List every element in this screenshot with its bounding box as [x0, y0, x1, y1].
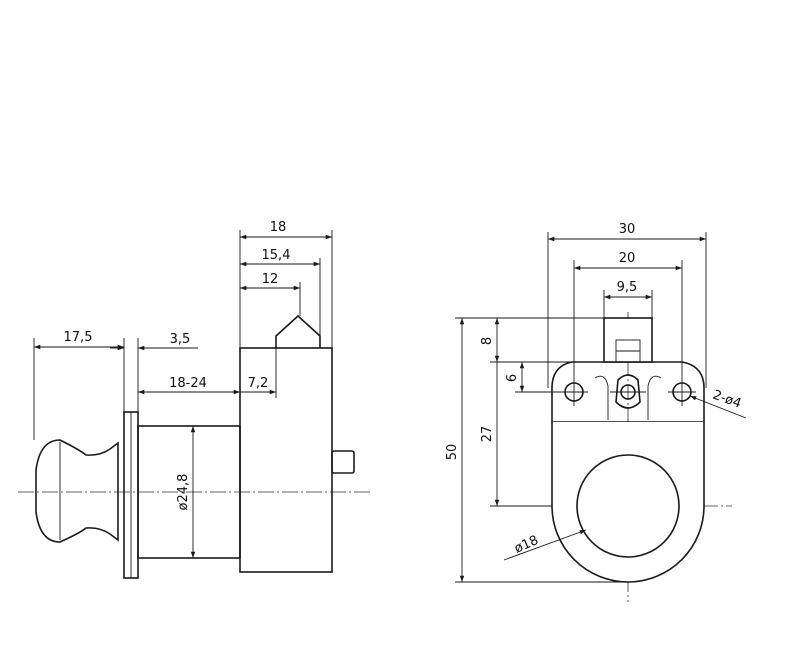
dim-2x4: 2-ø4 [711, 388, 744, 412]
side-latch-tip [275, 314, 321, 348]
front-inner-left [594, 375, 609, 420]
front-round-body [551, 422, 705, 583]
dim-18-24: 18-24 [169, 376, 207, 391]
dim-6: 6 [505, 374, 520, 382]
dim-line-18-leader [503, 529, 587, 561]
dim-12: 12 [262, 272, 279, 287]
dim-50: 50 [445, 444, 460, 461]
dim-line-2x4-leader [689, 395, 747, 419]
front-bore [576, 454, 680, 558]
side-view: 18 15,4 12 17,5 3,5 18-24 7,2 ø24,8 [18, 220, 372, 579]
front-view: 30 20 9,5 8 6 27 50 2-ø4 ø18 [445, 222, 747, 602]
dim-8: 8 [480, 337, 495, 345]
dim-18-side: 18 [270, 220, 287, 235]
dim-17-5: 17,5 [64, 330, 93, 345]
dim-27: 27 [480, 426, 495, 443]
dim-24-8: ø24,8 [176, 474, 191, 511]
dim-7-2: 7,2 [248, 376, 269, 391]
dim-9-5: 9,5 [617, 280, 638, 295]
side-knob [35, 439, 119, 543]
dim-15-4: 15,4 [262, 248, 291, 263]
dim-3-5: 3,5 [170, 332, 191, 347]
front-inner-right [647, 375, 662, 420]
front-center-hole [615, 374, 641, 409]
dim-18-front: ø18 [512, 533, 540, 557]
dim-20: 20 [619, 251, 636, 266]
dim-30: 30 [619, 222, 636, 237]
side-pin [331, 450, 355, 474]
